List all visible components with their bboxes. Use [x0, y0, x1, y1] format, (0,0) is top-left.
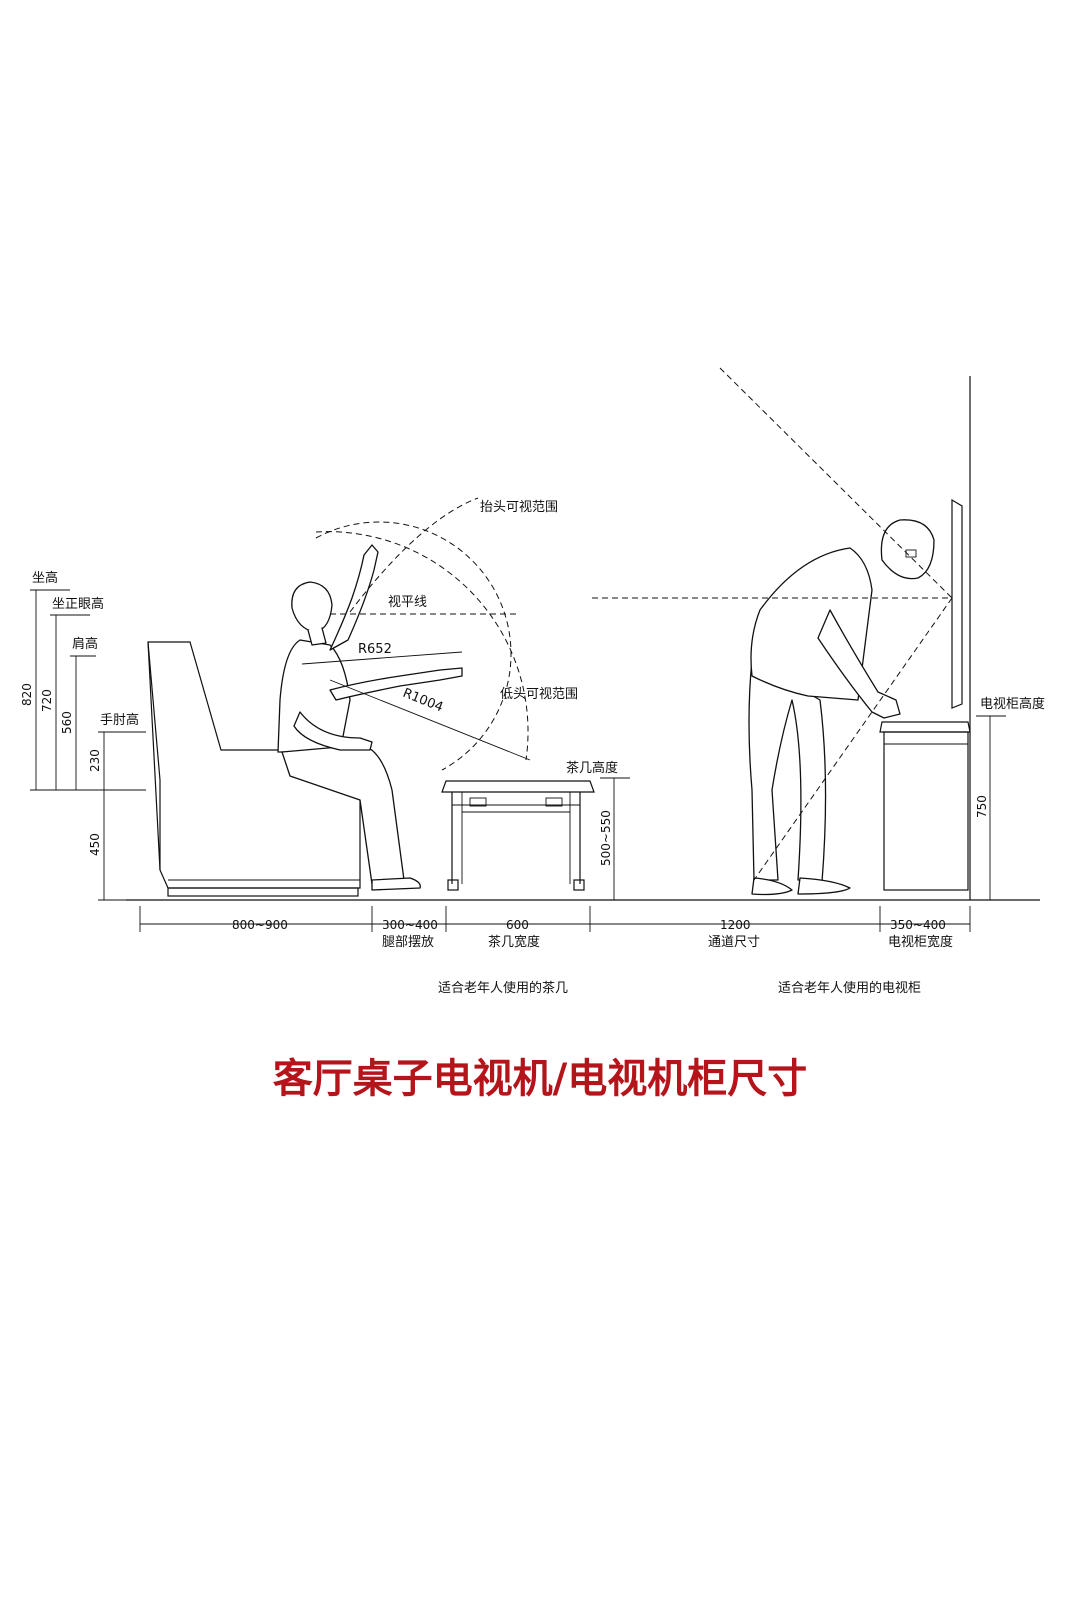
seated-person — [277, 544, 463, 891]
label-cabinet-width: 电视柜宽度 — [888, 934, 953, 950]
dim-560: 560 — [60, 711, 74, 734]
dim-720: 720 — [40, 689, 54, 712]
dim-sofa: 800~900 — [232, 918, 288, 932]
label-table-height: 茶几高度 — [566, 760, 618, 776]
caption-table: 适合老年人使用的茶几 — [438, 980, 568, 996]
label-sit-eye-height: 坐正眼高 — [52, 596, 104, 612]
tv-cabinet — [879, 721, 971, 891]
standing-person — [748, 519, 935, 896]
label-r652: R652 — [358, 642, 392, 657]
label-eye-level: 视平线 — [388, 595, 427, 610]
view-arc-inner — [315, 521, 512, 771]
view-arc-outer — [315, 531, 529, 761]
dim-table: 600 — [506, 918, 529, 932]
sight-line-lower — [753, 597, 953, 881]
left-dimension-lines — [30, 589, 146, 901]
dim-cabinet: 350~400 — [890, 918, 946, 932]
dim-820: 820 — [20, 683, 34, 706]
dim-750: 750 — [975, 795, 989, 818]
label-table-width: 茶几宽度 — [488, 934, 540, 950]
dim-legs: 300~400 — [382, 918, 438, 932]
label-view-down-range: 低头可视范围 — [500, 687, 578, 702]
label-tv-cabinet-height: 电视柜高度 — [980, 696, 1045, 712]
dim-450: 450 — [88, 833, 102, 856]
sofa — [147, 641, 371, 897]
label-aisle: 通道尺寸 — [708, 935, 760, 950]
tv-screen — [951, 498, 963, 709]
bottom-dimension-lines — [139, 906, 971, 932]
r1004-line — [329, 679, 531, 761]
r652-line — [301, 651, 463, 665]
coffee-table — [441, 780, 595, 891]
dim-230: 230 — [88, 749, 102, 772]
sight-line-upper — [719, 367, 953, 599]
label-view-up-range: 抬头可视范围 — [480, 500, 558, 515]
label-legs: 腿部摆放 — [382, 935, 434, 950]
label-elbow-height: 手肘高 — [100, 712, 139, 728]
dim-aisle: 1200 — [720, 918, 751, 932]
label-sit-height: 坐高 — [32, 570, 58, 586]
dim-500-550: 500~550 — [599, 810, 613, 866]
view-up-line — [349, 497, 479, 613]
page-title: 客厅桌子电视机/电视机柜尺寸 — [273, 1056, 808, 1102]
caption-cabinet: 适合老年人使用的电视柜 — [778, 980, 921, 996]
label-shoulder-height: 肩高 — [72, 636, 98, 652]
